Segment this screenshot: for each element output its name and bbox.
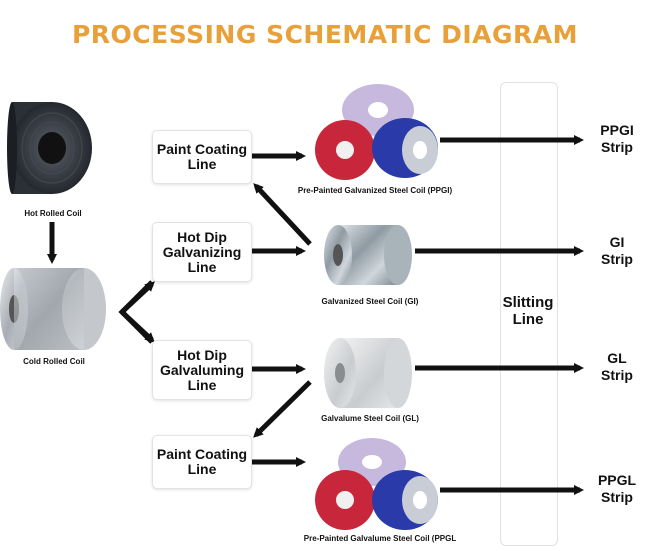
gi-coil-image	[324, 225, 412, 285]
ppgl-coil-image	[315, 438, 438, 530]
arrow-to-galvaluming	[120, 310, 155, 343]
hot-dip-galvanizing-line-label: Hot Dip Galvanizing Line	[162, 228, 242, 275]
cold-rolled-coil-image	[0, 268, 106, 350]
hot-dip-galvanizing-line: Hot Dip Galvanizing Line	[152, 222, 252, 282]
paint-coating-line-bottom-label: Paint Coating Line	[156, 446, 248, 477]
gi-strip-label: GI Strip	[601, 234, 633, 267]
gl-coil-caption: Galvalume Steel Coil (GL)	[321, 414, 419, 423]
paint-coating-line-bottom: Paint Coating Line	[152, 435, 252, 489]
paint-coating-line-top: Paint Coating Line	[152, 130, 252, 184]
page-title: PROCESSING SCHEMATIC DIAGRAM	[71, 20, 579, 49]
gi-coil-caption: Galvanized Steel Coil (GI)	[321, 297, 419, 306]
arrow-gl-to-paint	[253, 380, 312, 438]
flow-arrows	[47, 135, 584, 495]
ppgi-coil-image	[315, 84, 438, 180]
hot-dip-galvaluming-line-label: Hot Dip Galvaluming Line	[159, 346, 245, 393]
paint-coating-line-top-label: Paint Coating Line	[156, 141, 248, 172]
gl-strip-label: GL Strip	[601, 350, 633, 383]
hot-rolled-coil-label: Hot Rolled Coil	[24, 209, 82, 218]
slitting-line-label: Slitting Line	[502, 294, 554, 328]
ppgl-strip-label: PPGL Strip	[597, 472, 637, 505]
ppgi-coil-caption: Pre-Painted Galvanized Steel Coil (PPGI)	[297, 186, 453, 195]
ppgi-strip-label: PPGI Strip	[600, 122, 634, 155]
ppgl-coil-caption: Pre-Painted Galvalume Steel Coil (PPGL	[303, 534, 457, 543]
gl-coil-image	[324, 338, 412, 408]
hot-rolled-coil-image	[7, 102, 92, 194]
cold-rolled-coil-label: Cold Rolled Coil	[23, 357, 85, 366]
slitting-line-panel	[500, 82, 558, 546]
arrow-to-galvanizing	[120, 281, 155, 314]
arrow-gi-to-paint	[253, 183, 312, 246]
hot-dip-galvaluming-line: Hot Dip Galvaluming Line	[152, 340, 252, 400]
